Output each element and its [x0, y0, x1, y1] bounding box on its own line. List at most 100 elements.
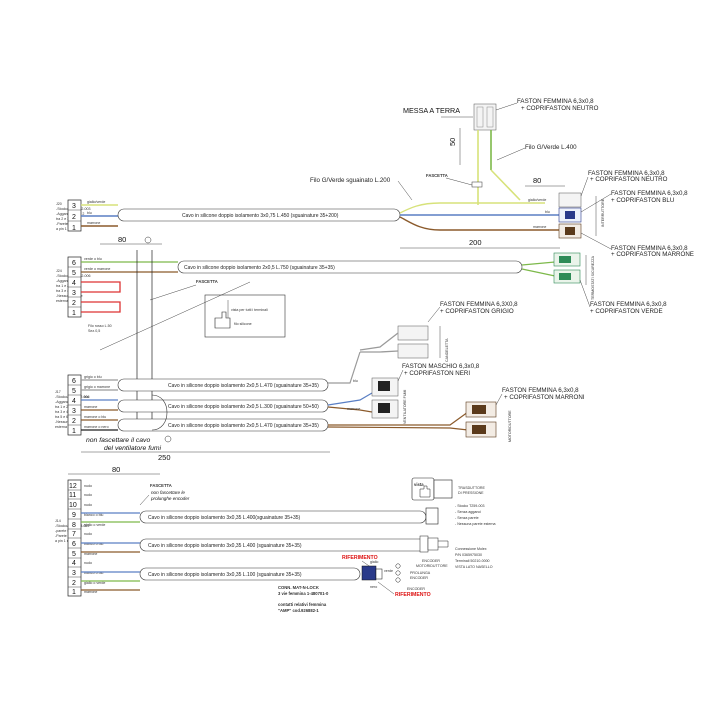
- nota-line-2: del ventilatore fumi: [104, 445, 162, 452]
- j14-wire-label: giallo o verde: [84, 523, 105, 527]
- candeletta-wire-1: [359, 332, 399, 351]
- fascetta-top-leader: [445, 177, 473, 186]
- j24-pin-6: 6: [72, 260, 76, 267]
- j24-pin-3: 3: [72, 290, 76, 297]
- j20-pin-3: 3: [72, 203, 76, 210]
- messa-a-terra-label: MESSA A TERRA: [403, 106, 460, 115]
- dim-80-j14-text: 80: [112, 465, 120, 474]
- faston-view-icon: [214, 311, 231, 329]
- stocko-spec-line: - Senza agganci: [455, 510, 481, 514]
- j20-title-line: tra 2 e 3: [56, 217, 69, 221]
- trasduttore-vista-label: vista: [414, 482, 424, 487]
- j20-out-label: giallo/verde: [528, 198, 546, 202]
- j14-pin-8: 8: [72, 522, 76, 529]
- j17-cable-1: [117, 378, 329, 392]
- nota-line-1: non fascettare il cavo: [86, 437, 150, 444]
- faston-marroni-leader: [495, 393, 503, 406]
- trunk-diagonal: [99, 281, 251, 351]
- interruttore-label: INTERRUTTORE: [601, 198, 605, 227]
- candeletta-wire-2: [360, 350, 399, 353]
- molex-spec-line: P/N 0365975030: [455, 553, 482, 557]
- fascetta-j24-leader: [149, 284, 197, 301]
- j17-title-line: tra 5 e 6: [55, 415, 68, 419]
- fascetta-j14-leader: [139, 494, 150, 506]
- j17-pin-3: 3: [72, 408, 76, 415]
- j17-pin-1: 1: [72, 428, 76, 435]
- vent-faston-fill-1: [378, 381, 390, 391]
- j17-title-line: -Agganci: [55, 400, 69, 404]
- j20-section: J20 -Stocko/MF 7352-003 -Agganci tra 1 e…: [56, 170, 694, 258]
- vista-box: [204, 294, 286, 338]
- ground-faston-housing: [473, 103, 497, 131]
- j17-cable-1-label: Cavo in silicone doppio isolamento 2x0,5…: [168, 383, 319, 389]
- vent-marrone-label: marrone: [347, 407, 360, 411]
- faston-neutro-2-label: FASTON FEMMINA 6,3x0,8: [588, 170, 665, 177]
- fascetta-j14-label: FASCETTA: [150, 483, 172, 488]
- j17-title-line: esterna: [55, 425, 67, 429]
- j14-pin-3: 3: [72, 570, 76, 577]
- ventilatore-label: VENTILATORE FUMI: [403, 390, 407, 424]
- faston-verde-label: + COPRIFASTON VERDE: [590, 308, 663, 315]
- ground-wire-3: [490, 169, 521, 201]
- stocko-specs: - Stocko T259-003 - Senza agganci - Senz…: [455, 504, 496, 526]
- j14-pin-2: 2: [72, 580, 76, 587]
- vent-faston-fill-2: [378, 403, 390, 413]
- faston-grigio-label: + COPRIFASTON GRIGIO: [440, 308, 514, 315]
- j17-title-line: tra 3 e 4: [55, 410, 68, 414]
- j14-pin-11: 11: [69, 492, 76, 499]
- j17-pin-6: 6: [72, 378, 76, 385]
- filo-rosso-label: Sez.0,5: [88, 329, 100, 333]
- j14-wire-label: nudo: [84, 532, 92, 536]
- mat-n-lock-connector: [361, 565, 377, 581]
- faston-neutro-leader: [495, 102, 518, 111]
- j14-wire-labels: nudo nudo nudo bianco o blu giallo o ver…: [84, 484, 105, 594]
- trasduttore-label: TRASDUTTORE: [458, 486, 485, 490]
- stocko-spec-line: - Senza parete: [455, 516, 479, 520]
- vent-blu-label: blu: [353, 379, 358, 383]
- j20-out-gv: [399, 202, 545, 214]
- faston-verde-label: FASTON FEMMINA 6,3x0,8: [590, 301, 667, 308]
- j14-section: 80 J14 -Stocko/MF 7238-012 -parete tra 2…: [55, 465, 496, 613]
- vista-sub-label: filo silicone: [234, 322, 252, 326]
- encoder-mot-label: ENCODER: [422, 559, 440, 563]
- j20-wire-label: marrone: [87, 221, 100, 225]
- filo-gverde-200-label: Filo G/Verde sguainato L.200: [310, 177, 391, 184]
- j17-motor-wire-2: [327, 426, 469, 431]
- j20-pin-2: 2: [72, 214, 76, 221]
- j14-title-line: -Parete esterna: [55, 534, 80, 538]
- j20-wire-label: giallo/verde: [87, 200, 105, 204]
- filo-gverde-200-leader: [397, 180, 413, 201]
- j24-wire-label: verde o marrone: [84, 267, 110, 271]
- j24-pin-4: 4: [72, 280, 76, 287]
- j24-title-line: J24: [56, 269, 62, 273]
- encoder-pin: [395, 563, 401, 569]
- dim-200-text: 200: [469, 238, 482, 247]
- candeletta-faston-1: [397, 325, 429, 341]
- j17-wire-label: blu: [84, 395, 89, 399]
- j14-cable-3: [139, 567, 361, 581]
- fascetta-j14-note: prolunghe encoder: [150, 496, 190, 501]
- j17-wire-label: grigio o marrone: [84, 385, 110, 389]
- faston-blu-fill: [565, 211, 575, 219]
- conn-mat-label: CONN. MAT-N-LOCK: [278, 585, 319, 590]
- molex-spec-line: Terminali 50210-0000: [455, 559, 490, 563]
- j20-title-line: J20: [56, 202, 62, 206]
- faston-marroni-label: FASTON FEMMINA 6,3x0,8: [502, 387, 579, 394]
- molex-spec-line: VISTA LATO NASELLO: [455, 565, 493, 569]
- j17-title-line: J17: [55, 390, 61, 394]
- faston-maschio-label: FASTON MASCHIO 6,3x0,8: [402, 363, 480, 370]
- riferimento-2-label: RIFERIMENTO: [395, 592, 431, 598]
- j24-pins: 6 5 4 3 2 1: [68, 260, 81, 317]
- j20-out-label: marrone: [533, 225, 546, 229]
- termostato-fill-2: [559, 273, 571, 280]
- ground-section: MESSA A TERRA FASTON FEMMINA 6,3x0,8 + C…: [310, 98, 599, 205]
- faston-neutro-label-2: + COPRIFASTON NEUTRO: [521, 105, 599, 112]
- nota-marker: [164, 435, 172, 443]
- j20-title-line: a pin 1: [56, 227, 67, 231]
- j14-wire-label: nudo: [84, 484, 92, 488]
- molex-latch: [438, 540, 449, 548]
- stocko-spec-line: - Stocko T259-003: [455, 504, 485, 508]
- ground-faston-slot-2: [486, 106, 494, 128]
- riferimento-1-label: RIFERIMENTO: [342, 555, 378, 561]
- trasduttore-view-icon: [419, 485, 431, 498]
